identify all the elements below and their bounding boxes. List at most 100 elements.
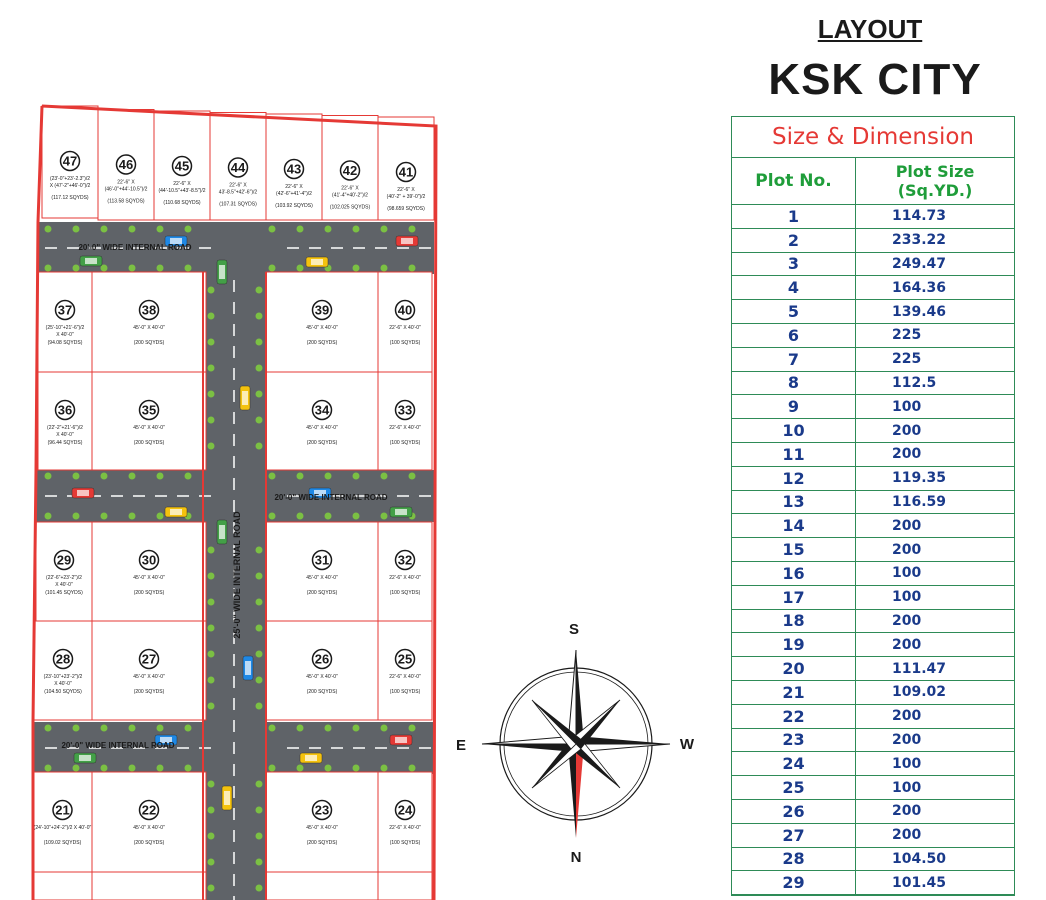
plot-area: (107.31 SQYDS) bbox=[219, 202, 257, 208]
plot-size-cell: 200 bbox=[892, 827, 922, 844]
car-window bbox=[170, 238, 182, 244]
plot-area: (100 SQYDS) bbox=[390, 840, 421, 846]
tree-icon bbox=[44, 764, 52, 772]
plot-size-cell: 116.59 bbox=[892, 493, 947, 510]
tree-icon bbox=[255, 364, 263, 372]
car-window bbox=[77, 490, 89, 496]
tree-icon bbox=[380, 764, 388, 772]
plot-dimension: 45'-0" X 40'-0" bbox=[133, 825, 165, 831]
plot-area: (200 SQYDS) bbox=[307, 840, 338, 846]
plot-number-circle bbox=[54, 299, 76, 321]
table-row: 4 164.36 bbox=[732, 276, 1014, 301]
road-label-bottom: 20'-0" WIDE INTERNAL ROAD bbox=[61, 741, 174, 750]
plot-dimension: (41'-4"+40'-2")/2 bbox=[332, 193, 368, 199]
tree-icon bbox=[128, 764, 136, 772]
tree-icon bbox=[255, 858, 263, 866]
plot-number: 46 bbox=[119, 157, 133, 172]
plot-no-cell: 19 bbox=[732, 633, 856, 657]
plot-boundary bbox=[265, 771, 379, 873]
tree-icon bbox=[268, 264, 276, 272]
plot-boundary bbox=[37, 271, 93, 373]
car-window bbox=[395, 509, 407, 515]
tree-icon bbox=[255, 884, 263, 892]
plot-area: (200 SQYDS) bbox=[307, 590, 338, 596]
tree-icon bbox=[207, 442, 215, 450]
plot-area: (200 SQYDS) bbox=[307, 689, 338, 695]
compass-label-south: S bbox=[569, 621, 579, 638]
plot-size-cell: 200 bbox=[892, 517, 922, 534]
car-window bbox=[219, 265, 225, 279]
plot-boundary bbox=[33, 620, 93, 721]
plot-boundary bbox=[91, 371, 207, 471]
plot-size-cell: 200 bbox=[892, 446, 922, 463]
tree-icon bbox=[408, 264, 416, 272]
plot-size-cell: 101.45 bbox=[892, 874, 947, 891]
plot-no-cell: 6 bbox=[732, 323, 856, 347]
plot-dimension: 45'-0" X 40'-0" bbox=[306, 825, 338, 831]
tree-icon bbox=[207, 702, 215, 710]
tree-icon bbox=[184, 764, 192, 772]
tree-icon bbox=[268, 724, 276, 732]
plot: 36(22'-2"+21'-6")/2X 40'-0"(96.44 SQYDS) bbox=[37, 371, 93, 471]
road-label-vertical: 25'-0" WIDE INTERNAL ROAD bbox=[232, 511, 242, 639]
tree-icon bbox=[207, 858, 215, 866]
plot-size-cell: 233.22 bbox=[892, 232, 947, 249]
tree-icon bbox=[156, 764, 164, 772]
tree-icon bbox=[255, 338, 263, 346]
plot-number-circle bbox=[52, 799, 73, 821]
tree-icon bbox=[72, 264, 80, 272]
plot: 47(23'-0"+23'-2.3")/2X (47'-2"+46'-0")/2… bbox=[41, 105, 99, 219]
tree-icon bbox=[207, 416, 215, 424]
car-window bbox=[311, 259, 323, 265]
plot-number-circle bbox=[138, 399, 160, 421]
tree-icon bbox=[380, 512, 388, 520]
tree-icon bbox=[352, 764, 360, 772]
plot-area: (100 SQYDS) bbox=[390, 340, 421, 346]
plot-number: 40 bbox=[398, 303, 412, 318]
tree-icon bbox=[44, 512, 52, 520]
plot-dimension: 45'-0" X 40'-0" bbox=[306, 425, 338, 431]
plot-size-cell: 164.36 bbox=[892, 279, 947, 296]
plot-number: 42 bbox=[343, 163, 357, 178]
plot-number: 31 bbox=[315, 553, 329, 568]
plot-boundary bbox=[265, 620, 379, 721]
plot-area: (200 SQYDS) bbox=[134, 840, 165, 846]
plot-size-cell: 100 bbox=[892, 779, 922, 796]
tree-icon bbox=[207, 884, 215, 892]
plot-area: (200 SQYDS) bbox=[134, 689, 165, 695]
plot-no-cell: 28 bbox=[732, 847, 856, 871]
plot-number-circle bbox=[311, 799, 333, 821]
plot-no-cell: 22 bbox=[732, 704, 856, 728]
tree-icon bbox=[184, 225, 192, 233]
tree-icon bbox=[255, 312, 263, 320]
tree-icon bbox=[255, 650, 263, 658]
tree-icon bbox=[268, 764, 276, 772]
compass-diagonal-point bbox=[532, 739, 576, 788]
tree-icon bbox=[324, 724, 332, 732]
plot-no-cell: 8 bbox=[732, 371, 856, 395]
car-window bbox=[305, 755, 317, 761]
plot-no-cell: 17 bbox=[732, 585, 856, 609]
plot-number: 32 bbox=[398, 553, 412, 568]
plot-boundary bbox=[91, 271, 207, 373]
plot-dimension: (23'-10"+23'-2")/2 bbox=[44, 674, 83, 680]
plot-no-cell: 4 bbox=[732, 276, 856, 300]
plot-area: (200 SQYDS) bbox=[307, 340, 338, 346]
plot-size-cell: 104.50 bbox=[892, 850, 947, 867]
plot-boundary bbox=[91, 620, 207, 721]
